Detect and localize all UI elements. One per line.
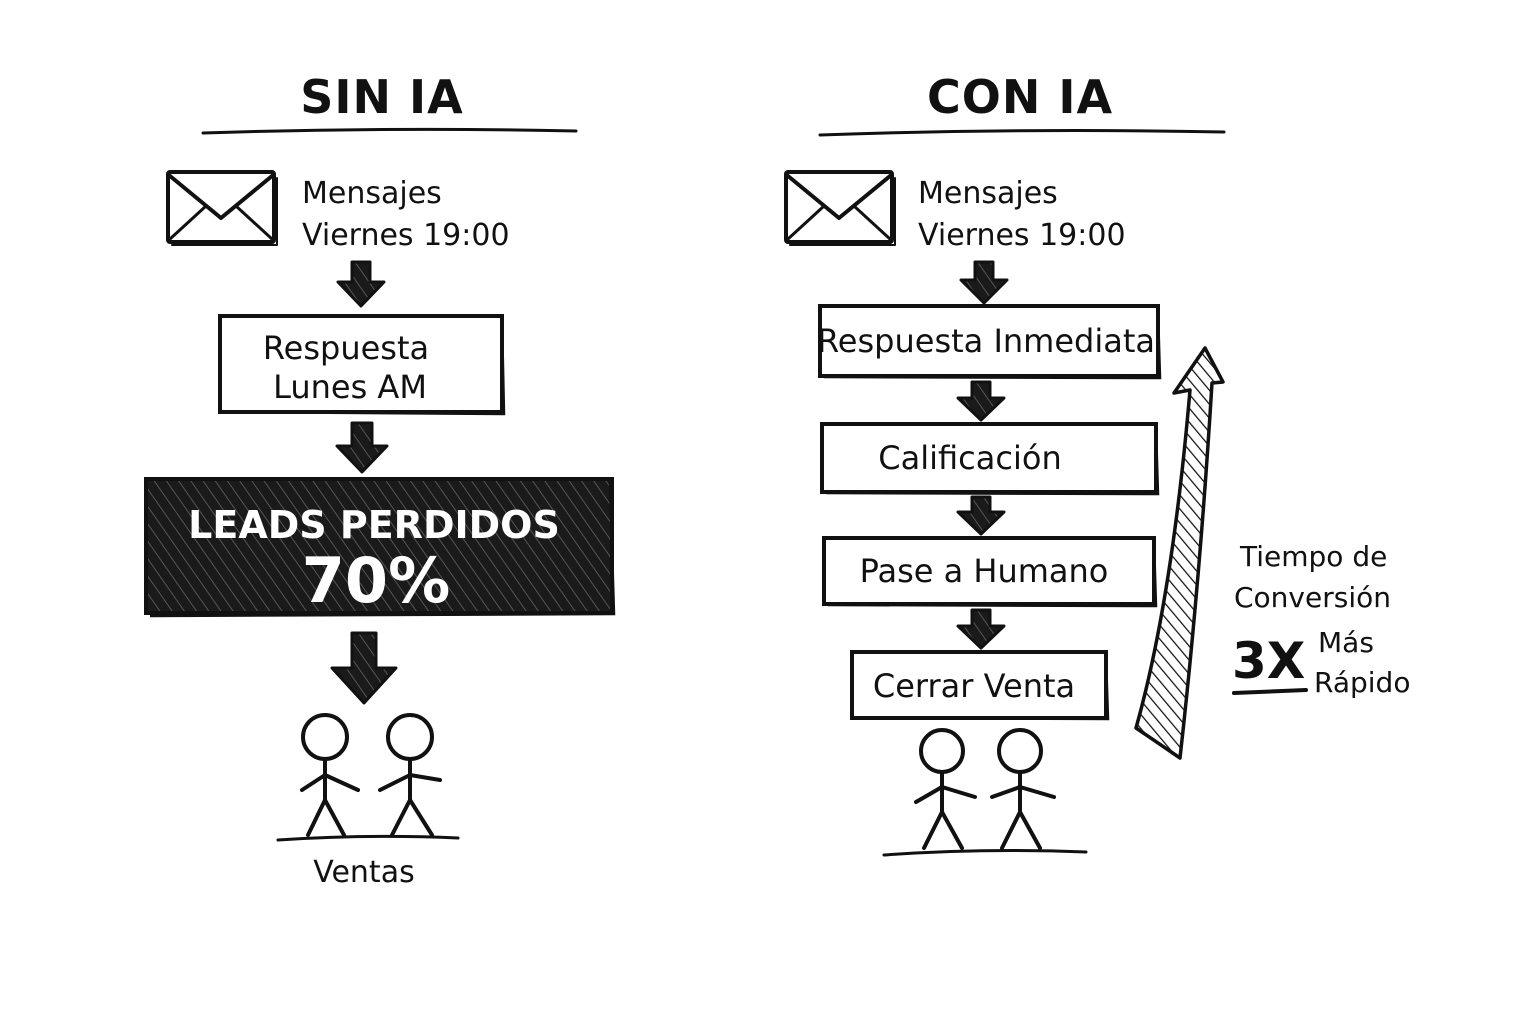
left-down-arrow-icon: [336, 260, 386, 308]
right-title: CON IA: [927, 70, 1113, 124]
conversion-note: Tiempo de Conversión 3X Más Rápido: [1232, 540, 1410, 699]
right-stick-figure-icon: [914, 728, 977, 850]
right-ground-line: [882, 849, 1088, 857]
left-envelope-icon: [166, 170, 278, 246]
step-box-qualification: Calificación: [820, 422, 1160, 496]
left-down-arrow-icon: [330, 631, 398, 705]
step-label: Cerrar Venta: [873, 667, 1075, 705]
step-box-immediate-response: Respuesta Inmediata: [817, 304, 1162, 380]
left-title-underline: [201, 127, 578, 135]
right-down-arrow-icon: [956, 608, 1006, 650]
left-message-line2: Viernes 19:00: [302, 218, 510, 253]
right-stick-figure-icon: [990, 728, 1056, 850]
step-label: Calificación: [878, 439, 1061, 477]
conversion-multiplier: 3X: [1232, 632, 1305, 690]
conversion-line3: Más: [1318, 626, 1374, 659]
left-stick-figure-icon: [300, 713, 360, 837]
left-stick-figure-icon: [378, 713, 442, 837]
conversion-multiplier-underline: [1232, 688, 1308, 695]
conversion-line1: Tiempo de: [1239, 540, 1387, 573]
left-title: SIN IA: [300, 70, 463, 124]
right-panel: CON IA Mensajes Viernes 19:00 Respuesta …: [784, 70, 1410, 857]
conversion-line4: Rápido: [1314, 666, 1410, 699]
left-response-box: Respuesta Lunes AM: [218, 314, 506, 416]
up-arrow-icon: [1134, 346, 1225, 760]
left-message-line1: Mensajes: [302, 176, 442, 211]
step-label: Respuesta Inmediata: [817, 322, 1155, 360]
conversion-line2: Conversión: [1234, 581, 1391, 614]
right-down-arrow-icon: [959, 260, 1009, 305]
right-down-arrow-icon: [956, 495, 1006, 536]
leads-lost-label: LEADS PERDIDOS: [188, 503, 560, 547]
left-down-arrow-icon: [335, 421, 389, 474]
step-box-close-sale: Cerrar Venta: [850, 650, 1110, 721]
step-label: Pase a Humano: [860, 552, 1109, 590]
right-envelope-icon: [784, 170, 896, 246]
sales-label: Ventas: [313, 855, 414, 890]
step-box-human-handoff: Pase a Humano: [822, 536, 1158, 608]
right-message-line2: Viernes 19:00: [918, 218, 1126, 253]
left-response-line2: Lunes AM: [273, 368, 427, 406]
leads-lost-box: LEADS PERDIDOS 70%: [144, 477, 616, 618]
leads-lost-percent: 70%: [302, 544, 450, 617]
left-ground-line: [276, 834, 460, 842]
right-down-arrow-icon: [956, 380, 1006, 422]
left-panel: SIN IA Mensajes Viernes 19:00 Respuesta …: [144, 70, 616, 890]
right-message-line1: Mensajes: [918, 176, 1058, 211]
left-response-line1: Respuesta: [263, 329, 429, 367]
right-title-underline: [818, 129, 1226, 137]
